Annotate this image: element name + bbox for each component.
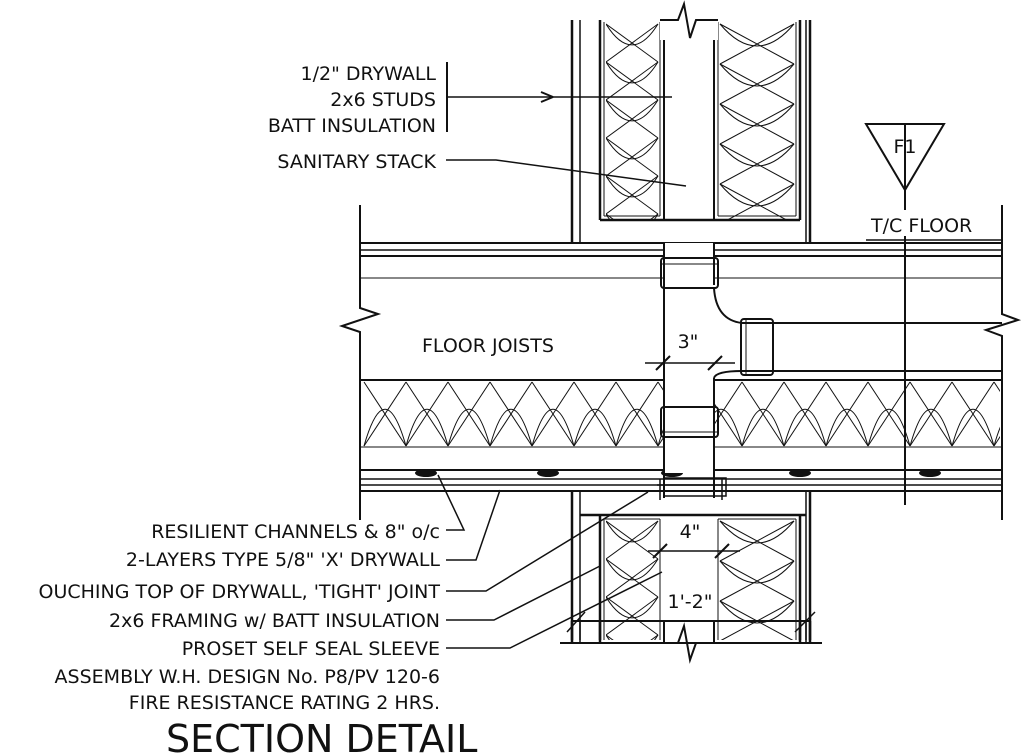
channel-clip xyxy=(537,469,559,477)
dimension-pipe: 3" xyxy=(645,331,735,371)
dimension-sleeve: 4" xyxy=(648,521,740,559)
channel-clip xyxy=(789,469,811,477)
tc-floor-label: T/C FLOOR xyxy=(870,215,972,237)
batt-label: BATT INSULATION xyxy=(268,115,436,137)
break-line-top xyxy=(660,0,718,39)
studs-label: 2x6 STUDS xyxy=(330,89,436,111)
wall-dimension: 1'-2" xyxy=(668,591,713,613)
assembly-label: ASSEMBLY W.H. DESIGN No. P8/PV 120-6 xyxy=(55,666,440,688)
channels-label: RESILIENT CHANNELS & 8" o/c xyxy=(151,521,440,543)
rating-label: FIRE RESISTANCE RATING 2 HRS. xyxy=(129,692,440,714)
sleeve-label: PROSET SELF SEAL SLEEVE xyxy=(182,638,440,660)
stack-label: SANITARY STACK xyxy=(277,151,436,173)
lower-callouts: RESILIENT CHANNELS & 8" o/c 2-LAYERS TYP… xyxy=(39,474,663,714)
floor-joists-label: FLOOR JOISTS xyxy=(422,335,554,357)
break-line-right xyxy=(982,205,1022,520)
sanitary-stack xyxy=(657,243,1002,500)
channel-clip xyxy=(919,469,941,477)
channel-clip xyxy=(415,469,437,477)
framing-label: 2x6 FRAMING w/ BATT INSULATION xyxy=(109,610,440,632)
drywall-label: 1/2" DRYWALL xyxy=(301,63,437,85)
drawing-title: SECTION DETAIL xyxy=(166,717,477,755)
upper-callouts: 1/2" DRYWALL 2x6 STUDS BATT INSULATION S… xyxy=(268,62,687,187)
sleeve-dimension: 4" xyxy=(680,521,701,543)
layers-label: 2-LAYERS TYPE 5/8" 'X' DRYWALL xyxy=(126,549,441,571)
pipe-dimension: 3" xyxy=(678,331,699,353)
break-line-left xyxy=(338,205,382,520)
upper-wall xyxy=(570,20,812,244)
floor-level-marker: F1 T/C FLOOR xyxy=(864,123,1002,505)
touching-label: OUCHING TOP OF DRYWALL, 'TIGHT' JOINT xyxy=(39,581,441,603)
break-line-bottom xyxy=(664,622,714,664)
